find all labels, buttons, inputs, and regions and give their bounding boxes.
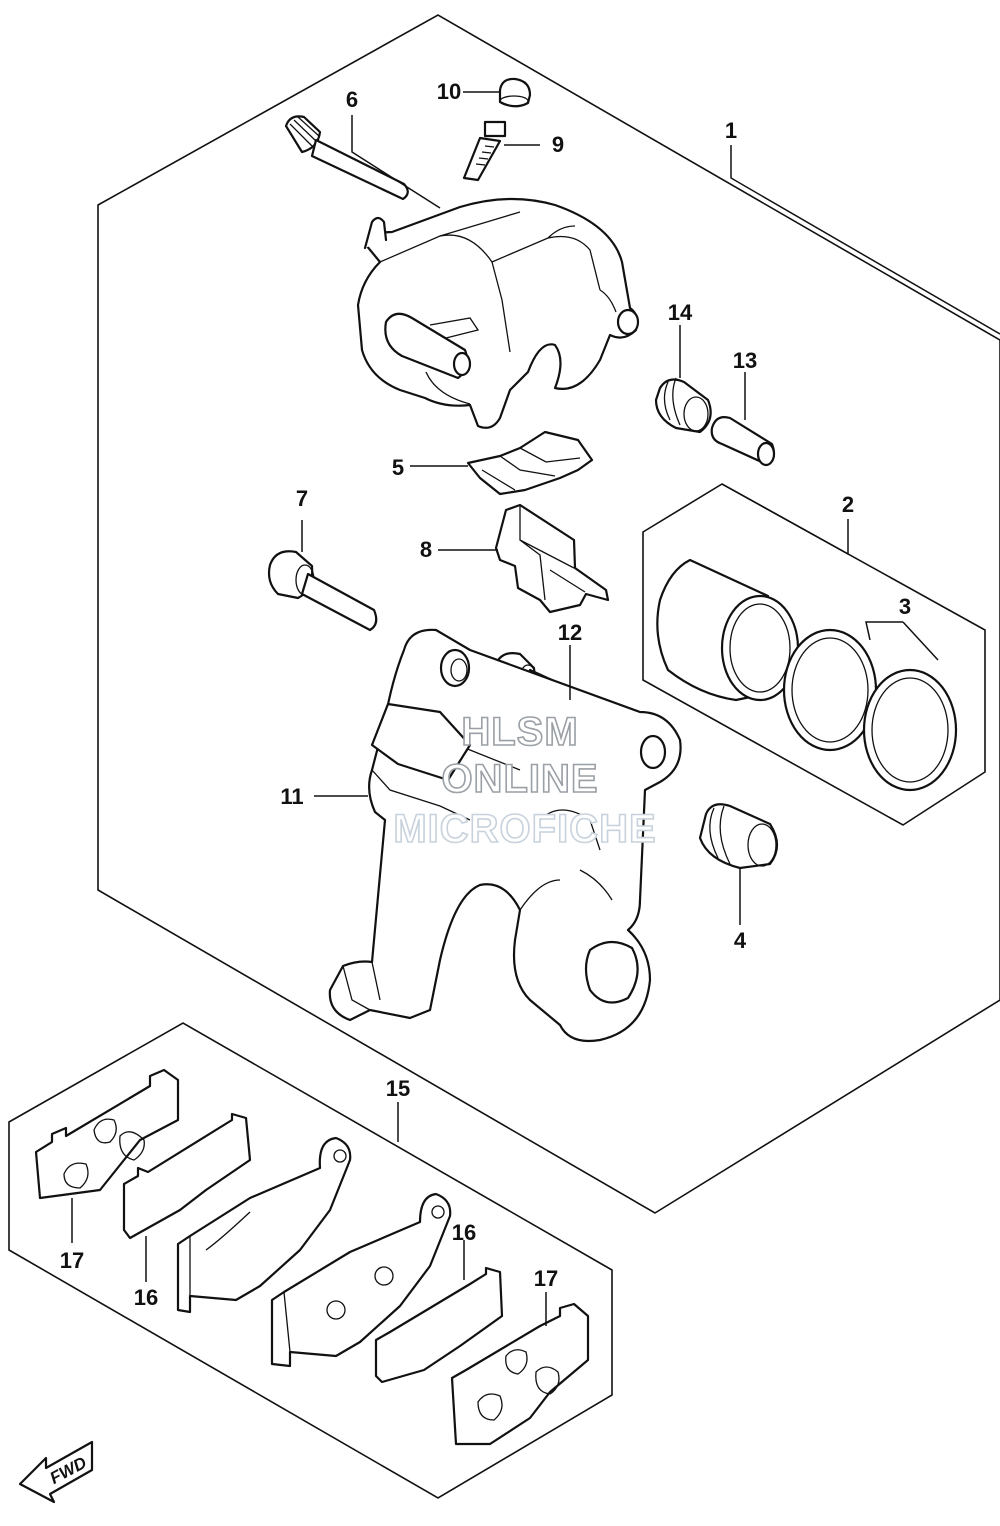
arrow-left-down-icon: [18, 1440, 94, 1504]
part-7-mounting-bolt: [267, 550, 378, 632]
part-2-piston: [656, 558, 800, 702]
callout-9: 9: [552, 132, 564, 157]
callout-5: 5: [392, 455, 404, 480]
callout-10: 10: [437, 79, 461, 104]
part-14-dust-boot: [654, 377, 712, 434]
callout-11: 11: [280, 784, 303, 809]
callout-16-right: 16: [452, 1220, 476, 1245]
callout-15: 15: [386, 1076, 410, 1101]
callout-17-left: 17: [60, 1248, 84, 1273]
part-10-bleeder-cap: [498, 77, 532, 108]
part-17-shim-left: [34, 1068, 180, 1200]
watermark-line-1: HLSM: [461, 710, 578, 754]
group-15-boundary: [8, 1022, 613, 1499]
callout-6: 6: [346, 87, 358, 112]
part-4-dust-boot: [698, 803, 779, 870]
part-13-sleeve: [710, 416, 776, 467]
callout-16-left: 16: [134, 1285, 158, 1310]
callout-3: 3: [899, 594, 911, 619]
brake-pad-right: [270, 1192, 452, 1368]
callout-4: 4: [734, 928, 747, 953]
part-5-pad-spring: [466, 430, 594, 496]
callout-12: 12: [558, 620, 582, 645]
part-8-pad-retainer: [494, 503, 610, 614]
leader-lines: [71, 91, 1000, 1326]
callout-14: 14: [668, 300, 693, 325]
part-11-caliper-bracket: [328, 628, 682, 1043]
callout-13: 13: [733, 348, 757, 373]
group-1-boundary: [97, 14, 1000, 1214]
callout-8: 8: [420, 537, 432, 562]
part-16-shim-left: [122, 1112, 252, 1240]
fwd-indicator: FWD: [18, 1440, 94, 1504]
callout-1: 1: [725, 118, 737, 143]
callouts: 1 2 3 4 5 6 7 8 9 10 11 12 13 14 15 16 1…: [60, 79, 911, 1310]
part-9-bleeder-screw: [462, 120, 507, 182]
callout-2: 2: [842, 492, 854, 517]
callout-7: 7: [296, 486, 308, 511]
watermark: HLSM ONLINE MICROFICHE: [393, 709, 657, 852]
brake-pad-left: [176, 1136, 352, 1314]
callout-17-right: 17: [534, 1266, 558, 1291]
watermark-line-3: MICROFICHE: [393, 807, 656, 851]
part-17-shim-right: [450, 1302, 590, 1446]
part-16-shim-right: [374, 1266, 504, 1384]
part-3-piston-seals: [782, 628, 958, 792]
part-6-slide-pin: [284, 115, 409, 201]
watermark-line-2: ONLINE: [441, 757, 598, 801]
caliper-body: [356, 197, 640, 429]
